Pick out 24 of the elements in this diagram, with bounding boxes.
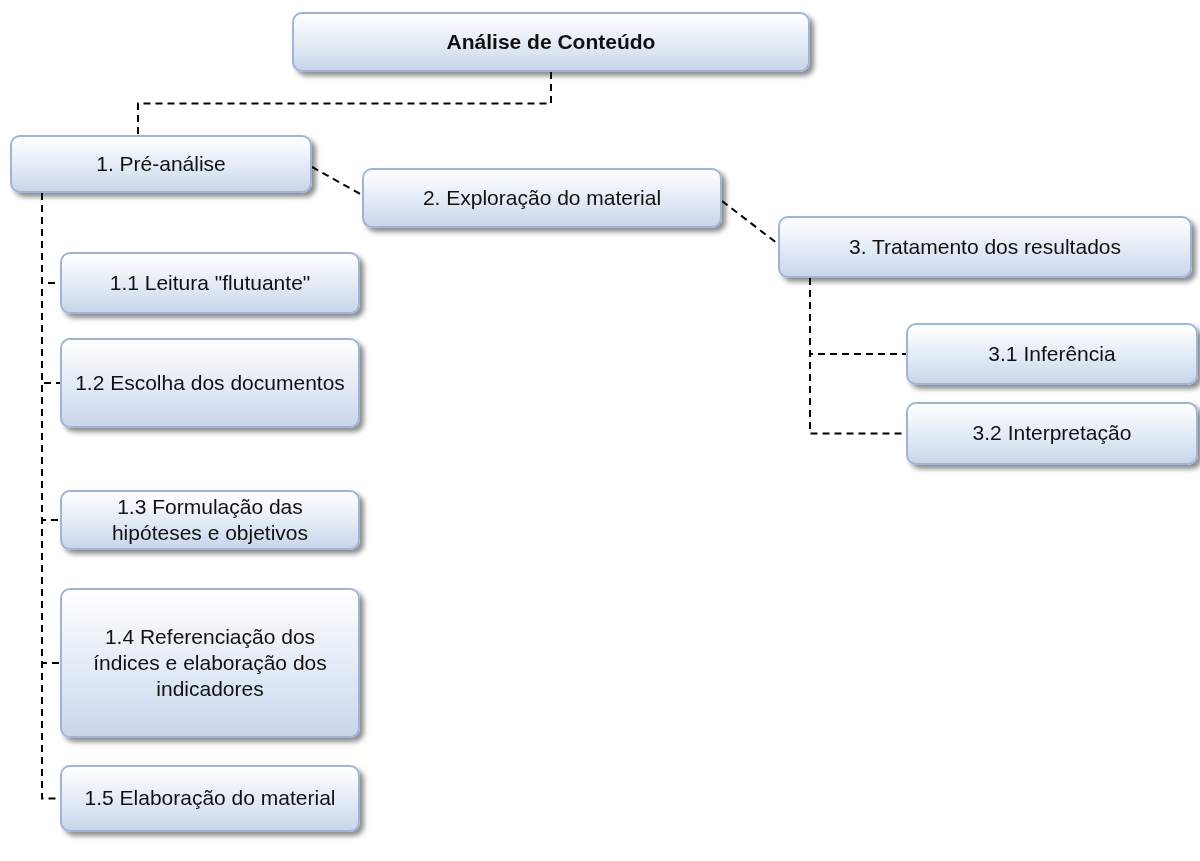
process-box: [10, 135, 312, 193]
connector-line: [137, 71, 552, 136]
process-box: [60, 252, 360, 314]
node-label: 1.4 Referenciação dos índices e elaboração dos indicadores: [92, 623, 328, 703]
process-box: [60, 765, 360, 832]
process-box: [60, 490, 360, 550]
title-box: [292, 12, 810, 72]
node-label: 1. Pré-análise: [96, 150, 226, 177]
node-label: 2. Exploração do material: [422, 184, 662, 211]
node-label: 3. Tratamento dos resultados: [849, 233, 1121, 260]
process-box: [60, 338, 360, 428]
node-label: 1.1 Leitura "flutuante": [109, 269, 311, 296]
node-label: 1.3 Formulação das hipóteses e objetivos: [110, 493, 310, 546]
node-label: Análise de Conteúdo: [446, 28, 656, 55]
process-box: [906, 402, 1198, 465]
node-label: 1.2 Escolha dos documentos: [75, 369, 345, 396]
process-box: [778, 216, 1192, 278]
process-box: [60, 588, 360, 738]
process-box: [906, 323, 1198, 385]
node-label: 3.1 Inferência: [988, 340, 1116, 367]
node-label: 3.2 Interpretação: [972, 420, 1132, 447]
connector-line: [311, 165, 363, 196]
process-box: [362, 168, 722, 228]
node-label: 1.5 Elaboração do material: [84, 785, 336, 812]
